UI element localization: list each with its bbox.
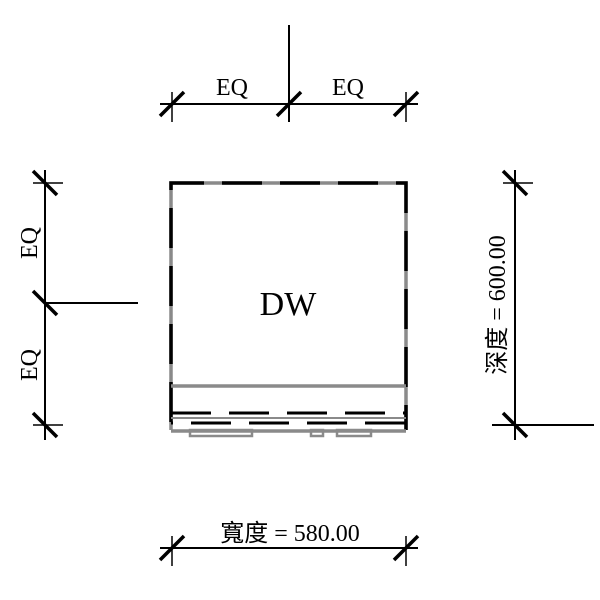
width-label: 寬度 = 580.00 xyxy=(220,520,360,547)
top-left-eq-label: EQ xyxy=(216,75,248,101)
top-right-eq-label: EQ xyxy=(332,75,364,101)
right-dimension xyxy=(492,169,594,440)
appliance-label: DW xyxy=(260,286,318,323)
left-top-eq-label: EQ xyxy=(17,227,43,259)
depth-label: 深度 = 600.00 xyxy=(484,235,511,375)
top-dimension xyxy=(158,25,420,122)
dishwasher-outline xyxy=(169,181,408,438)
left-dimension xyxy=(31,169,138,440)
left-bottom-eq-label: EQ xyxy=(17,349,43,381)
bottom-dimension xyxy=(158,534,420,566)
